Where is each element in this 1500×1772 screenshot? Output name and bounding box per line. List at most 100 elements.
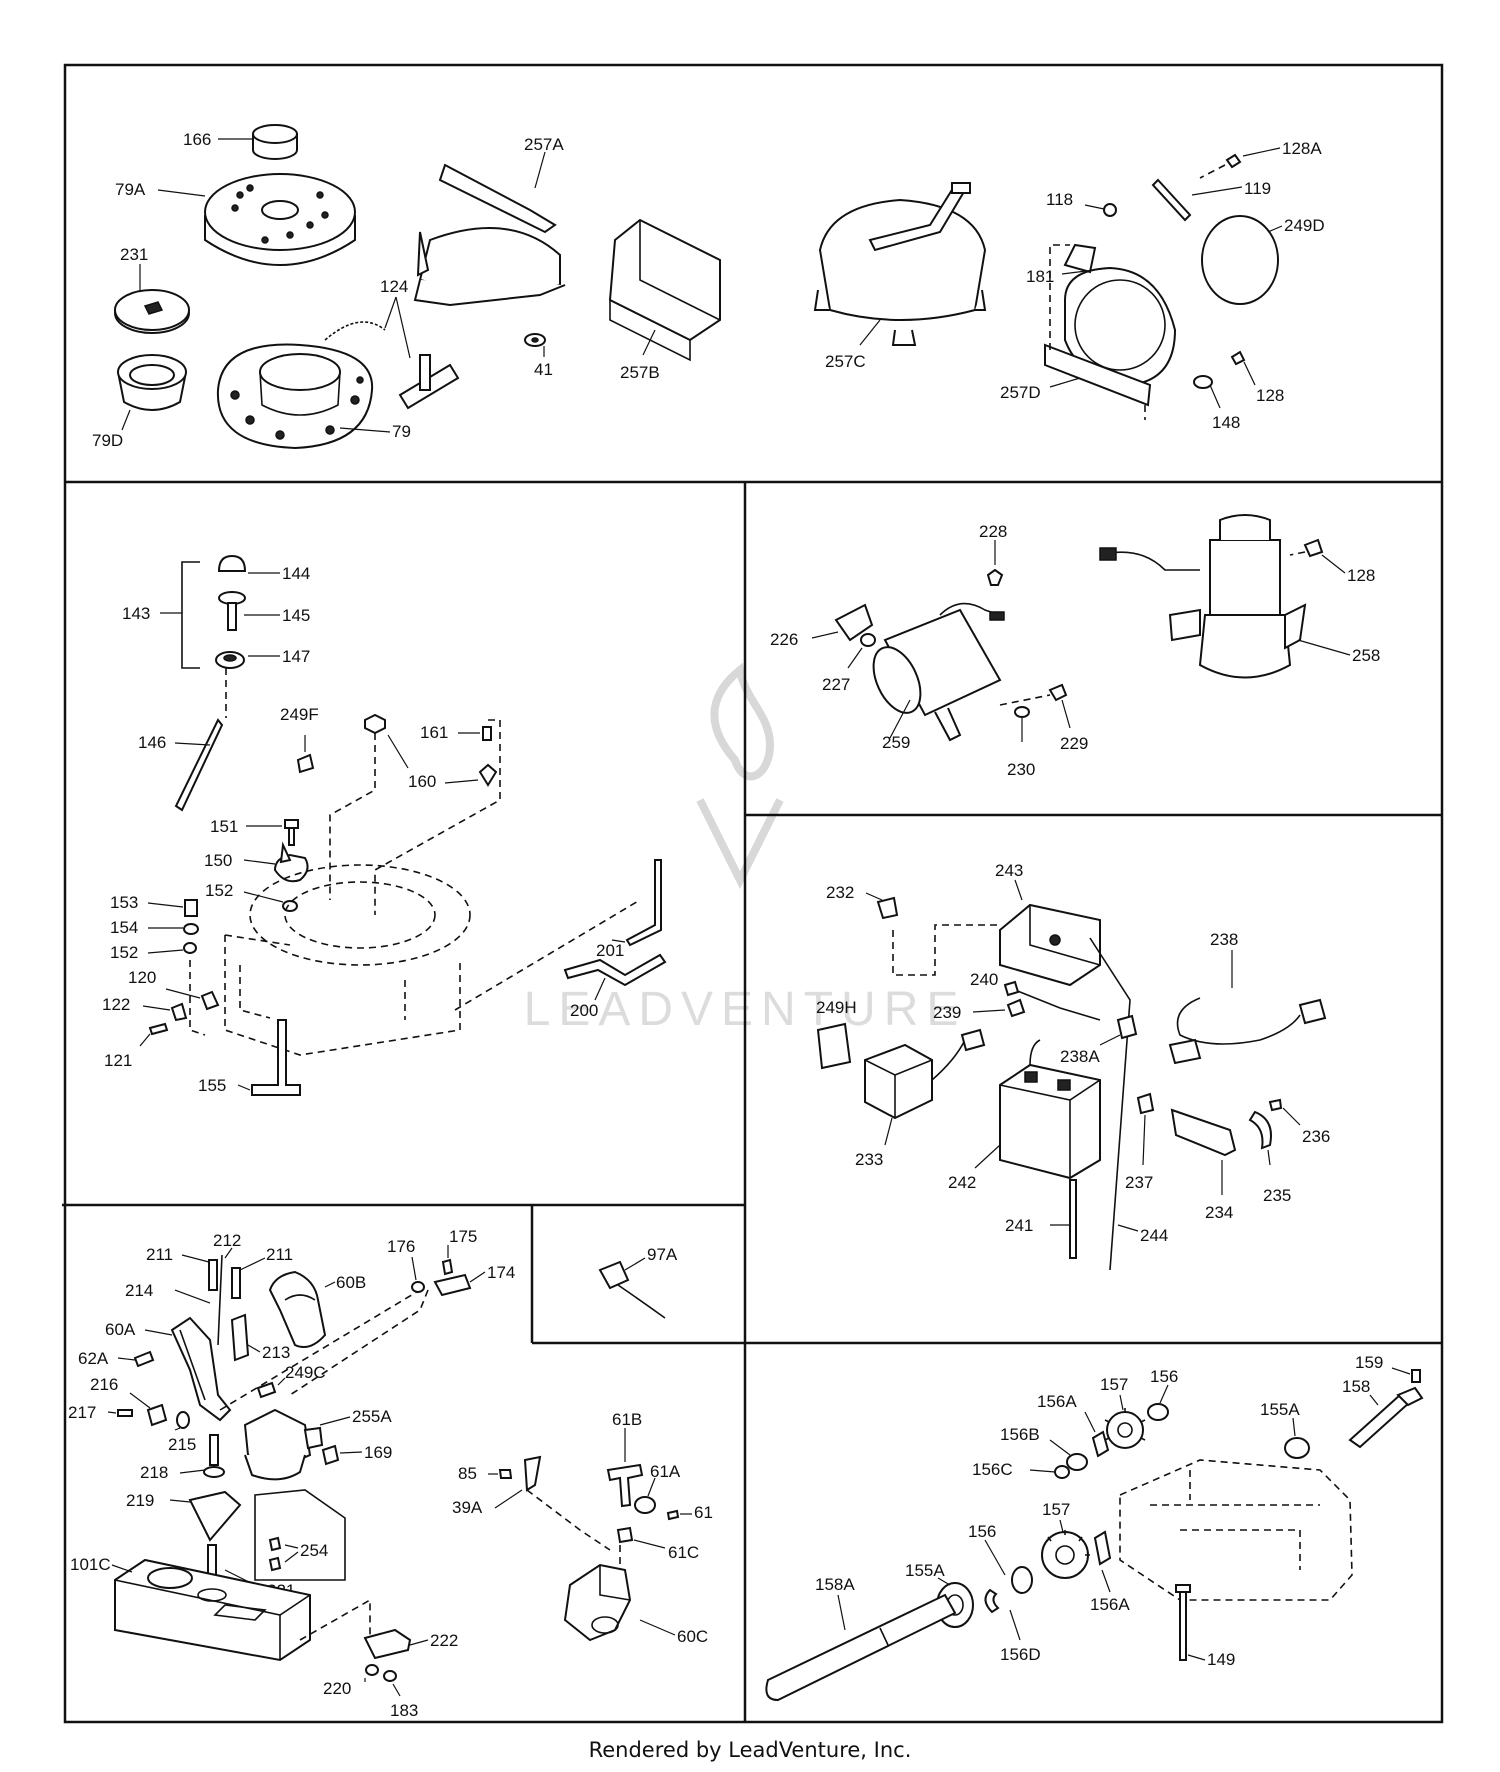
part-255A-carburetor — [243, 1408, 324, 1481]
panel-electric-starter: 228 226 227 259 230 229 128 — [770, 514, 1380, 779]
label-233: 233 — [855, 1150, 883, 1169]
label-156A-bottom: 156A — [1090, 1595, 1130, 1614]
panel-choke-97A: 97A — [598, 1245, 678, 1319]
part-238-cord — [1168, 997, 1327, 1065]
label-174: 174 — [487, 1263, 515, 1282]
label-153: 153 — [110, 893, 138, 912]
label-147: 147 — [282, 647, 310, 666]
label-232: 232 — [826, 883, 854, 902]
label-79: 79 — [392, 422, 411, 441]
label-249H: 249H — [816, 998, 857, 1017]
label-155A-top: 155A — [1260, 1400, 1300, 1419]
label-85: 85 — [458, 1464, 477, 1483]
label-243: 243 — [995, 861, 1023, 880]
label-183: 183 — [390, 1701, 418, 1720]
label-239: 239 — [933, 1003, 961, 1022]
part-60B-intake — [268, 1270, 327, 1348]
label-119: 119 — [1244, 179, 1271, 198]
label-175: 175 — [449, 1227, 477, 1246]
label-156-bottom: 156 — [968, 1522, 996, 1541]
label-121: 121 — [104, 1051, 132, 1070]
label-61: 61 — [694, 1503, 713, 1522]
label-240: 240 — [970, 970, 998, 989]
label-97A: 97A — [647, 1245, 678, 1264]
label-201: 201 — [596, 941, 624, 960]
label-249F: 249F — [280, 705, 319, 724]
label-161: 161 — [420, 723, 448, 742]
label-60B: 60B — [336, 1273, 366, 1292]
part-101C-fuel-tank — [114, 1558, 311, 1662]
label-146: 146 — [138, 733, 166, 752]
label-156B: 156B — [1000, 1425, 1040, 1444]
label-151: 151 — [210, 817, 238, 836]
part-258-solenoid — [1099, 514, 1307, 679]
label-158A: 158A — [815, 1575, 855, 1594]
label-216: 216 — [90, 1375, 118, 1394]
label-155A-bottom: 155A — [905, 1561, 945, 1580]
part-233-charger — [864, 1028, 986, 1120]
label-259: 259 — [882, 733, 910, 752]
part-60C-choke-body — [563, 1563, 632, 1642]
panel-frames — [62, 63, 1444, 1724]
footer-credit: Rendered by LeadVenture, Inc. — [588, 1738, 912, 1762]
crankcase-outline — [1119, 1459, 1353, 1601]
label-218: 218 — [140, 1463, 168, 1482]
label-254: 254 — [300, 1541, 328, 1560]
label-211-right: 211 — [266, 1245, 293, 1264]
part-242-battery — [999, 1039, 1101, 1180]
label-60C: 60C — [677, 1627, 708, 1646]
label-230: 230 — [1007, 760, 1035, 779]
label-150: 150 — [204, 851, 232, 870]
label-212: 212 — [213, 1231, 241, 1250]
label-156C: 156C — [972, 1460, 1013, 1479]
label-235: 235 — [1263, 1186, 1291, 1205]
part-257B-bracket — [608, 218, 721, 362]
label-152-upper: 152 — [205, 881, 233, 900]
label-79D: 79D — [92, 431, 123, 450]
part-124-handle — [324, 321, 460, 410]
panel-charging-battery: 232 243 238 240 239 238A 249H — [816, 861, 1330, 1271]
label-231: 231 — [120, 245, 148, 264]
part-257D-recoil — [1044, 243, 1177, 420]
label-181: 181 — [1026, 267, 1054, 286]
part-79D-element — [117, 354, 187, 411]
label-214: 214 — [125, 1281, 153, 1300]
label-249C: 249C — [285, 1363, 326, 1382]
part-257A-starter — [413, 163, 566, 307]
label-145: 145 — [282, 606, 310, 625]
part-158A-shaft — [765, 1593, 957, 1702]
label-169: 169 — [364, 1443, 392, 1462]
part-254-callout — [254, 1489, 346, 1581]
label-156A-top: 156A — [1037, 1392, 1077, 1411]
label-257A: 257A — [524, 135, 564, 154]
label-154: 154 — [110, 918, 138, 937]
label-227: 227 — [822, 675, 850, 694]
part-243-rectifier — [999, 903, 1101, 987]
part-166-cap — [252, 124, 298, 160]
watermark-text: LEADVENTURE — [524, 983, 967, 1036]
label-128: 128 — [1256, 386, 1284, 405]
label-255A: 255A — [352, 1407, 392, 1426]
label-60A: 60A — [105, 1320, 136, 1339]
label-242: 242 — [948, 1173, 976, 1192]
panel-crankcase: 159 158 156 157 156A 156B 156C 155A — [765, 1353, 1424, 1702]
label-228: 228 — [979, 522, 1007, 541]
label-39A: 39A — [452, 1498, 483, 1517]
panel-blower-housing: 143 144 145 147 146 249F 160 161 — [102, 554, 667, 1096]
label-241: 241 — [1005, 1216, 1033, 1235]
label-220: 220 — [323, 1679, 351, 1698]
part-231-plate — [114, 289, 190, 334]
panel-starter-air-cleaner: 166 79A 231 79D 79 124 257A 41 257B 257C… — [92, 124, 1325, 450]
blower-housing-outline — [189, 864, 471, 1056]
label-122: 122 — [102, 995, 130, 1014]
label-159: 159 — [1355, 1353, 1383, 1372]
label-144: 144 — [282, 564, 310, 583]
label-213: 213 — [262, 1343, 290, 1362]
label-157-top: 157 — [1100, 1375, 1128, 1394]
label-166: 166 — [183, 130, 211, 149]
label-156-top: 156 — [1150, 1367, 1178, 1386]
label-61C: 61C — [668, 1543, 699, 1562]
label-234: 234 — [1205, 1203, 1233, 1222]
label-229: 229 — [1060, 734, 1088, 753]
label-200: 200 — [570, 1001, 598, 1020]
